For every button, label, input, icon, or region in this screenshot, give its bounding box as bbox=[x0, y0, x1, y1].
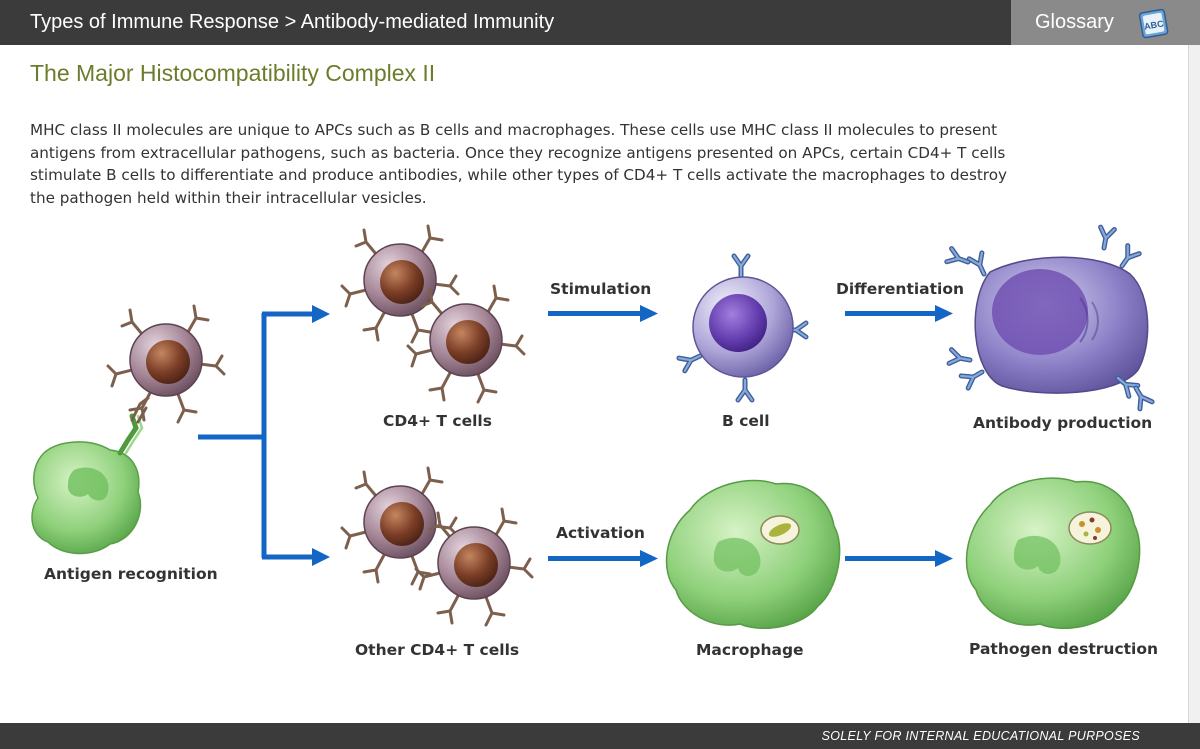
antigen-recognition-illustration bbox=[31, 304, 226, 555]
bacterium-fragments-icon bbox=[1068, 511, 1112, 545]
glossary-button[interactable]: Glossary ABC bbox=[1011, 0, 1200, 45]
label-other-cd4-t-cells: Other CD4+ T cells bbox=[355, 641, 520, 659]
intro-line: antigens from extracellular pathogens, s… bbox=[30, 143, 1006, 162]
bacterium-icon bbox=[760, 515, 800, 545]
arrow-activation bbox=[548, 550, 658, 567]
label-antigen-recognition: Antigen recognition bbox=[44, 565, 218, 583]
svg-text:ABC: ABC bbox=[1143, 18, 1164, 31]
intro-line: the pathogen held within their intracell… bbox=[30, 188, 427, 207]
footer-bar: SOLELY FOR INTERNAL EDUCATIONAL PURPOSES bbox=[0, 723, 1200, 749]
label-activation: Activation bbox=[556, 524, 645, 542]
label-cd4-t-cells: CD4+ T cells bbox=[383, 412, 492, 430]
branch-connector bbox=[198, 311, 314, 560]
arrow-head bbox=[312, 305, 330, 323]
b-cell-icon bbox=[679, 256, 806, 400]
label-b-cell: B cell bbox=[722, 412, 770, 430]
mhc-ii-diagram bbox=[31, 224, 1188, 630]
t-cell-icon bbox=[414, 507, 534, 627]
arrow-differentiation bbox=[845, 305, 953, 322]
top-bar: Types of Immune Response > Antibody-medi… bbox=[0, 0, 1200, 45]
label-pathogen-destruction: Pathogen destruction bbox=[969, 640, 1159, 658]
t-cell-icon bbox=[106, 304, 226, 424]
arrow-destruction bbox=[845, 550, 953, 567]
right-edge-rule bbox=[1188, 45, 1200, 723]
t-cell-icon bbox=[406, 284, 526, 404]
arrow-stimulation bbox=[548, 305, 658, 322]
label-macrophage: Macrophage bbox=[696, 641, 804, 659]
macrophage-icon bbox=[665, 479, 841, 630]
pathogen-destruction-illustration bbox=[965, 477, 1141, 630]
label-differentiation: Differentiation bbox=[836, 280, 965, 298]
label-stimulation: Stimulation bbox=[550, 280, 652, 298]
branch-arrows bbox=[198, 305, 330, 566]
glossary-book-icon: ABC bbox=[1138, 8, 1169, 39]
other-cd4-t-cells-illustration bbox=[340, 466, 534, 627]
page-title: The Major Histocompatibility Complex II bbox=[30, 60, 436, 86]
plasma-cell-icon bbox=[974, 256, 1149, 394]
label-antibody-production: Antibody production bbox=[973, 414, 1153, 432]
intro-line: stimulate B cells to differentiate and p… bbox=[30, 166, 1007, 184]
intro-line: MHC class II molecules are unique to APC… bbox=[30, 121, 998, 139]
cd4-t-cells-illustration bbox=[340, 224, 526, 404]
breadcrumb: Types of Immune Response > Antibody-medi… bbox=[30, 11, 555, 33]
footer-disclaimer: SOLELY FOR INTERNAL EDUCATIONAL PURPOSES bbox=[821, 729, 1140, 743]
macrophage-icon bbox=[31, 441, 142, 555]
glossary-label: Glossary bbox=[1035, 11, 1114, 33]
arrow-head bbox=[312, 548, 330, 566]
intro-paragraph: MHC class II molecules are unique to APC… bbox=[30, 119, 1130, 209]
